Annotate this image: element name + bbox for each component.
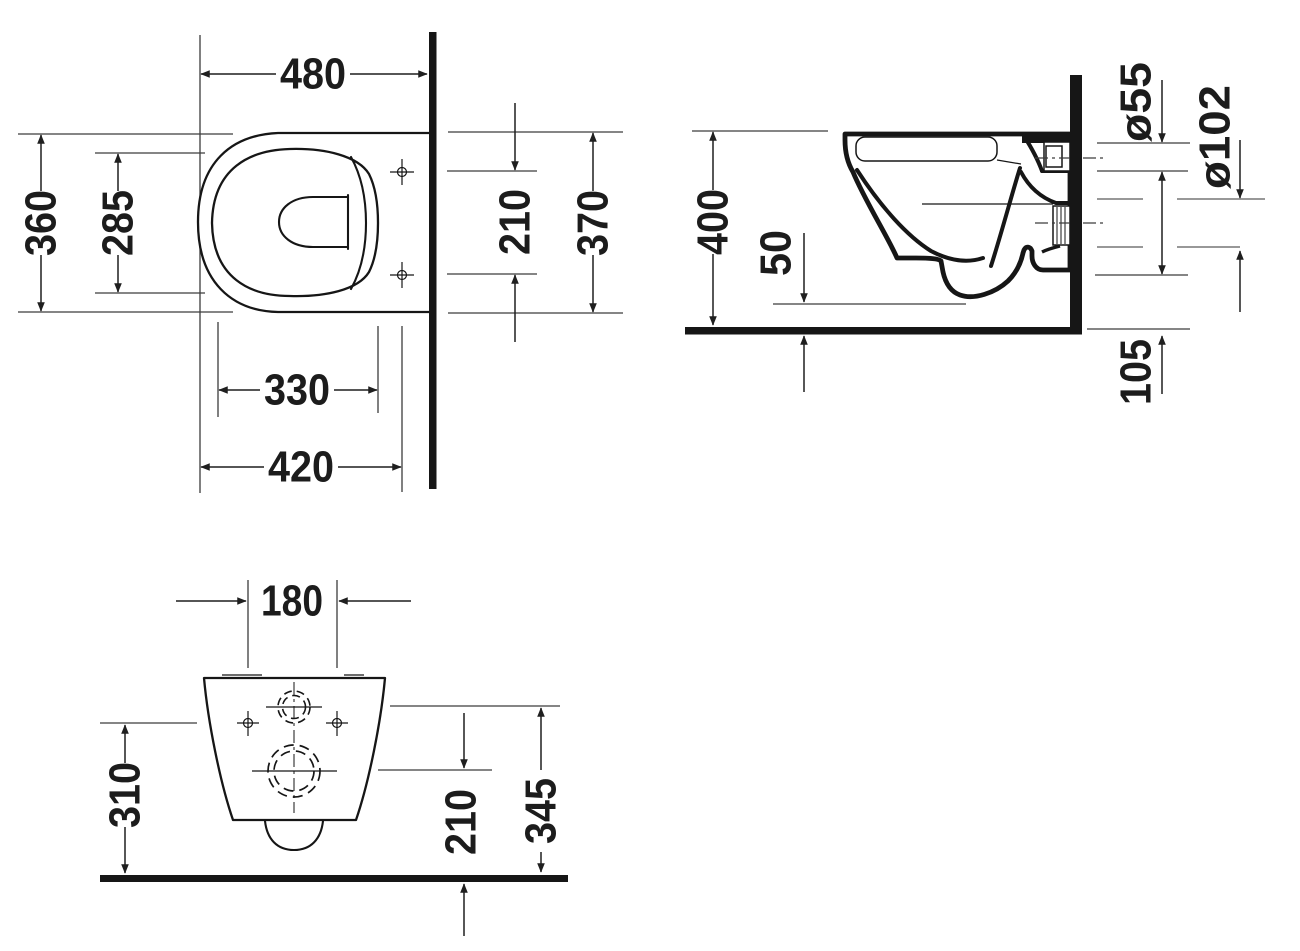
rear-dim-180: 180	[176, 577, 411, 626]
dim-label-370: 370	[569, 190, 618, 256]
plan-dim-370: 370	[569, 132, 618, 313]
side-wall	[1070, 75, 1082, 334]
rear-outlet-hole	[252, 744, 337, 798]
dim-label-360: 360	[17, 190, 66, 256]
side-rim-back-line	[996, 159, 1022, 165]
dim-label-345: 345	[517, 778, 566, 844]
plan-dim-360: 360	[17, 134, 66, 312]
rear-dim-310: 310	[101, 724, 150, 874]
rear-trap-arc	[263, 819, 325, 852]
plan-dim-480: 480	[200, 50, 428, 99]
side-floor	[685, 327, 1082, 335]
rear-inlet-hole	[266, 690, 322, 724]
plan-dim-285: 285	[94, 153, 143, 293]
dim-label-210-plan: 210	[491, 189, 540, 255]
plan-dim-330: 330	[218, 366, 378, 415]
side-outlet-underline	[1041, 244, 1061, 254]
plan-bowl-rim	[210, 147, 380, 298]
dim-label-420: 420	[268, 443, 334, 492]
dim-label-180: 180	[261, 577, 323, 626]
side-dim-50: 50	[752, 230, 808, 392]
plan-dim-420: 420	[200, 443, 402, 492]
side-bowl-inner-line	[855, 168, 985, 263]
dim-label-330: 330	[264, 366, 330, 415]
rear-view: 180 310 210 345	[100, 577, 568, 936]
plan-fixing-hole-top	[390, 159, 414, 185]
side-top-back-block	[1022, 134, 1070, 143]
dim-label-d55: ø55	[1112, 62, 1161, 142]
side-bowl-back-line	[989, 166, 1022, 268]
side-view: 400 50 ø55 ø102 105	[685, 62, 1265, 405]
plan-view: 480 360 285 210 370 330	[17, 32, 623, 493]
dim-label-50: 50	[752, 230, 801, 276]
side-toilet-silhouette	[842, 131, 1073, 300]
rear-floor	[100, 875, 568, 882]
side-outlet-channel-top	[1019, 170, 1072, 205]
side-cistern-block-edge	[1022, 134, 1044, 173]
dim-label-105: 105	[1112, 339, 1161, 405]
side-outlet-pipe	[1052, 205, 1071, 246]
plan-fixing-hole-bottom	[390, 262, 414, 288]
side-dim-400: 400	[689, 131, 738, 326]
dim-label-400: 400	[689, 189, 738, 255]
side-seat-section	[855, 136, 998, 162]
plan-dim-210: 210	[491, 103, 540, 342]
rear-fixing-hole-left	[237, 711, 259, 736]
dim-label-480: 480	[280, 50, 346, 99]
dim-label-210-rear: 210	[437, 789, 486, 855]
side-dim-105: 105	[1112, 335, 1166, 405]
rear-fixing-hole-right	[326, 711, 348, 736]
rear-dim-345: 345	[517, 707, 566, 873]
side-dim-d102: ø102	[1191, 85, 1244, 312]
dim-label-285: 285	[94, 190, 143, 256]
plan-seat-edge-arc	[349, 155, 368, 291]
plan-flush-opening	[277, 195, 350, 249]
plan-wall	[429, 32, 437, 489]
side-dim-d55: ø55	[1112, 62, 1166, 275]
side-inlet-pipe	[1043, 141, 1071, 172]
dim-label-d102: ø102	[1191, 85, 1240, 189]
dim-label-310: 310	[101, 762, 150, 828]
rear-dim-210: 210	[437, 713, 486, 936]
